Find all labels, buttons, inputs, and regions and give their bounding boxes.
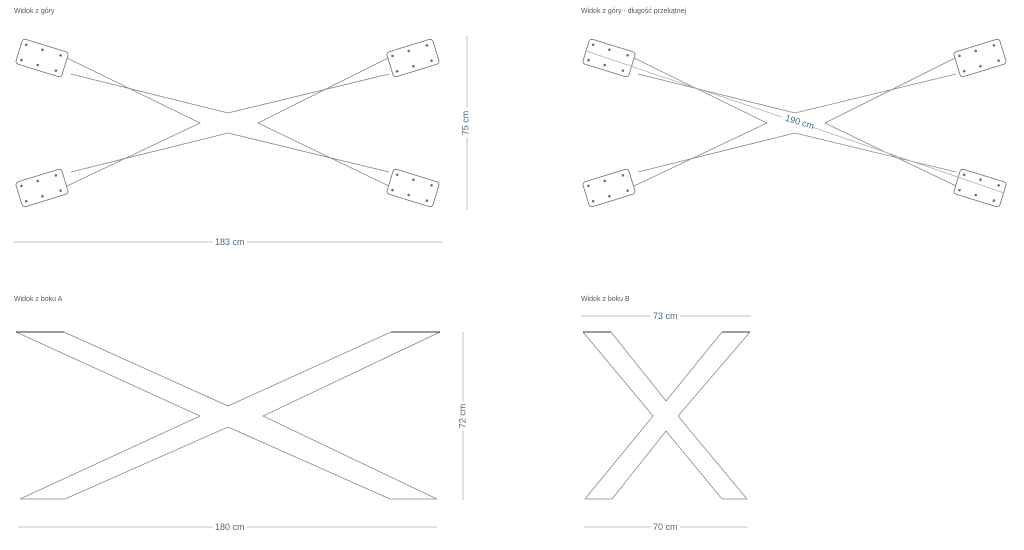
top-view-drawing [66, 57, 390, 187]
side-view-b-dimension-lines [581, 315, 751, 528]
dimension-label-side-a-height: 72 cm [457, 401, 468, 431]
top-view-diagonal-plates [582, 38, 1007, 208]
top-view-diagonal-drawing [633, 57, 957, 187]
mount-plate-top-left [582, 38, 636, 78]
dimension-label-side-b-bottom-width: 70 cm [651, 522, 680, 532]
side-view-b-drawing [582, 331, 751, 500]
mount-plate-bottom-right [386, 168, 440, 208]
side-view-a-drawing [15, 331, 441, 500]
dimension-label-top-depth: 75 cm [460, 108, 471, 138]
view-title-side-a: Widok z boku A [14, 296, 63, 303]
mount-plate-top-right [953, 38, 1007, 78]
mount-plate-bottom-right [953, 168, 1007, 208]
view-title-top-diagonal: Widok z góry - długość przekątnej [581, 8, 687, 15]
view-title-top: Widok z góry [14, 8, 55, 15]
side-view-a-dimension-lines [18, 332, 464, 528]
diagonal-dimension-line [585, 50, 1005, 194]
mount-plate-bottom-left [582, 168, 636, 208]
view-title-side-b: Widok z boku B [581, 296, 630, 303]
top-view-plates [15, 38, 440, 208]
mount-plate-top-right [386, 38, 440, 78]
mount-plate-top-left [15, 38, 69, 78]
dimension-label-top-width: 183 cm [213, 237, 247, 247]
dimension-label-side-a-width: 180 cm [213, 522, 247, 532]
mount-plate-bottom-left [15, 168, 69, 208]
dimension-label-side-b-top-width: 73 cm [651, 311, 680, 321]
